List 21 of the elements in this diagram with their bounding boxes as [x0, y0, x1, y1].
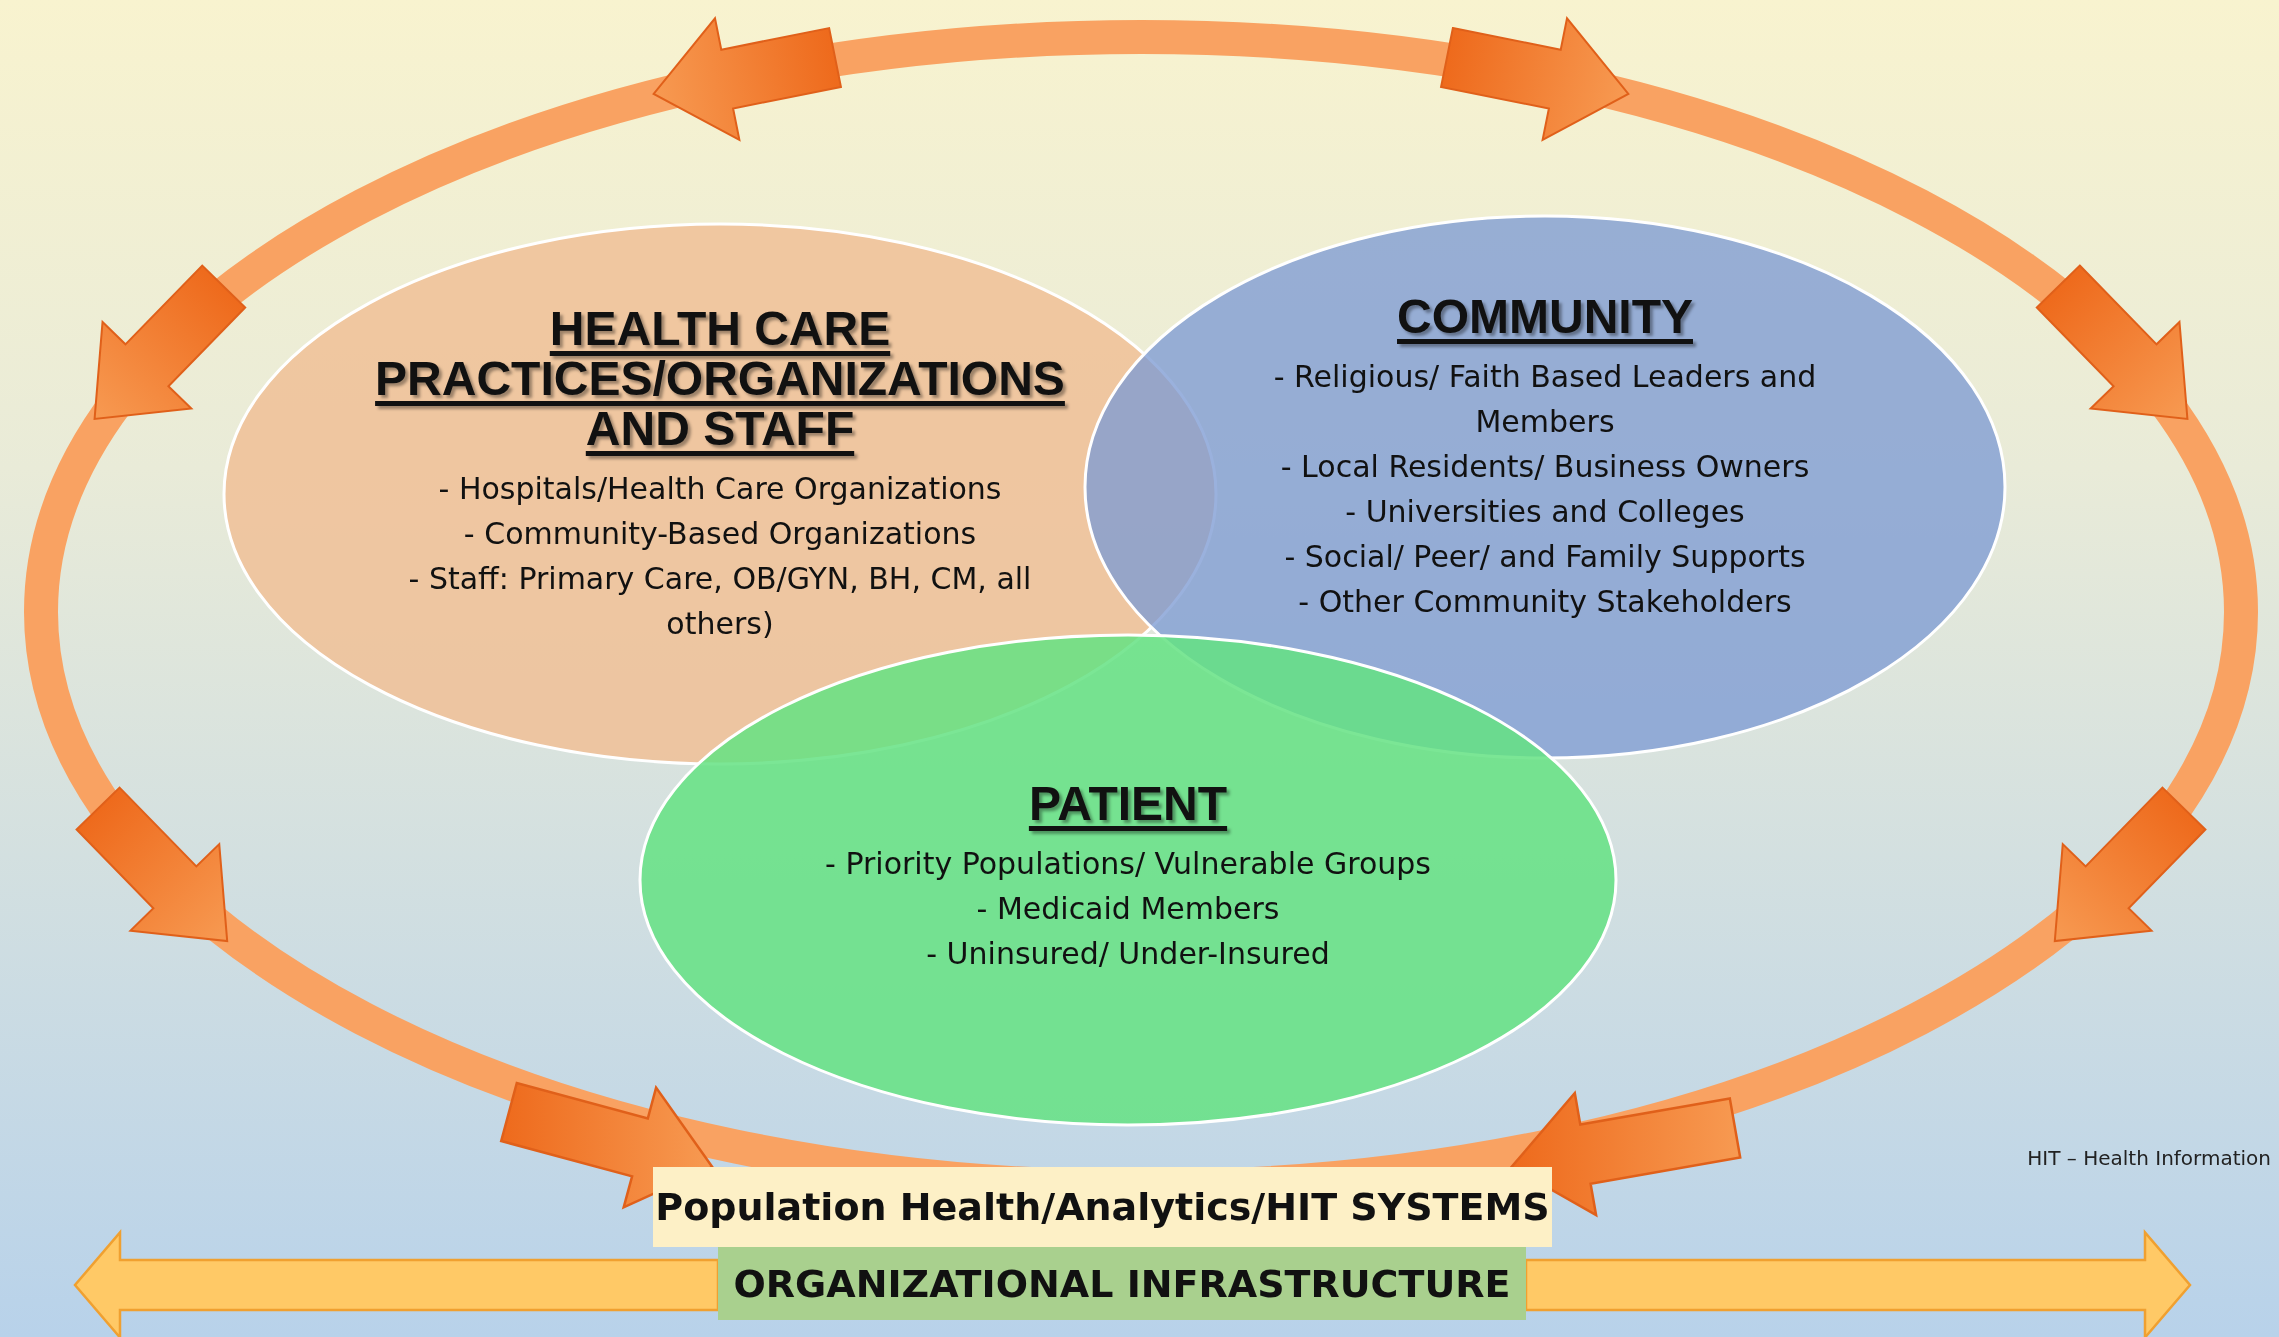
bullet-text: - Priority Populations/ Vulnerable Groups: [825, 845, 1431, 883]
block-arrow: [1524, 1229, 2192, 1337]
label-banner: ORGANIZATIONAL INFRASTRUCTURE: [718, 1247, 1526, 1320]
bullet-text: - Religious/ Faith Based Leaders and Members: [1272, 358, 1818, 441]
block-arrow: [73, 1229, 720, 1337]
block-arrow: [1509, 1090, 1742, 1218]
heading: COMMUNITY: [1397, 292, 1693, 342]
footnote: HIT – Health Information: [2027, 1146, 2271, 1170]
bullet-text: - Community-Based Organizations: [463, 515, 977, 553]
label-banner: Population Health/Analytics/HIT SYSTEMS: [653, 1167, 1552, 1247]
heading: HEALTH CARE PRACTICES/ORGANIZATIONS AND STAFF: [374, 304, 1066, 454]
bullet-text: - Staff: Primary Care, OB/GYN, BH, CM, all others): [407, 560, 1033, 643]
bullet-text: - Hospitals/Health Care Organizations: [438, 470, 1002, 508]
bullet-text: - Medicaid Members: [976, 890, 1280, 928]
bullet-text: - Social/ Peer/ and Family Supports: [1284, 538, 1806, 576]
bullet-text: - Universities and Colleges: [1345, 493, 1745, 531]
block-arrow: [499, 1081, 715, 1210]
bullet-text: - Other Community Stakeholders: [1298, 583, 1792, 621]
bullet-text: - Local Residents/ Business Owners: [1280, 448, 1810, 486]
heading: PATIENT: [1028, 779, 1228, 829]
bullet-text: - Uninsured/ Under-Insured: [926, 935, 1330, 973]
